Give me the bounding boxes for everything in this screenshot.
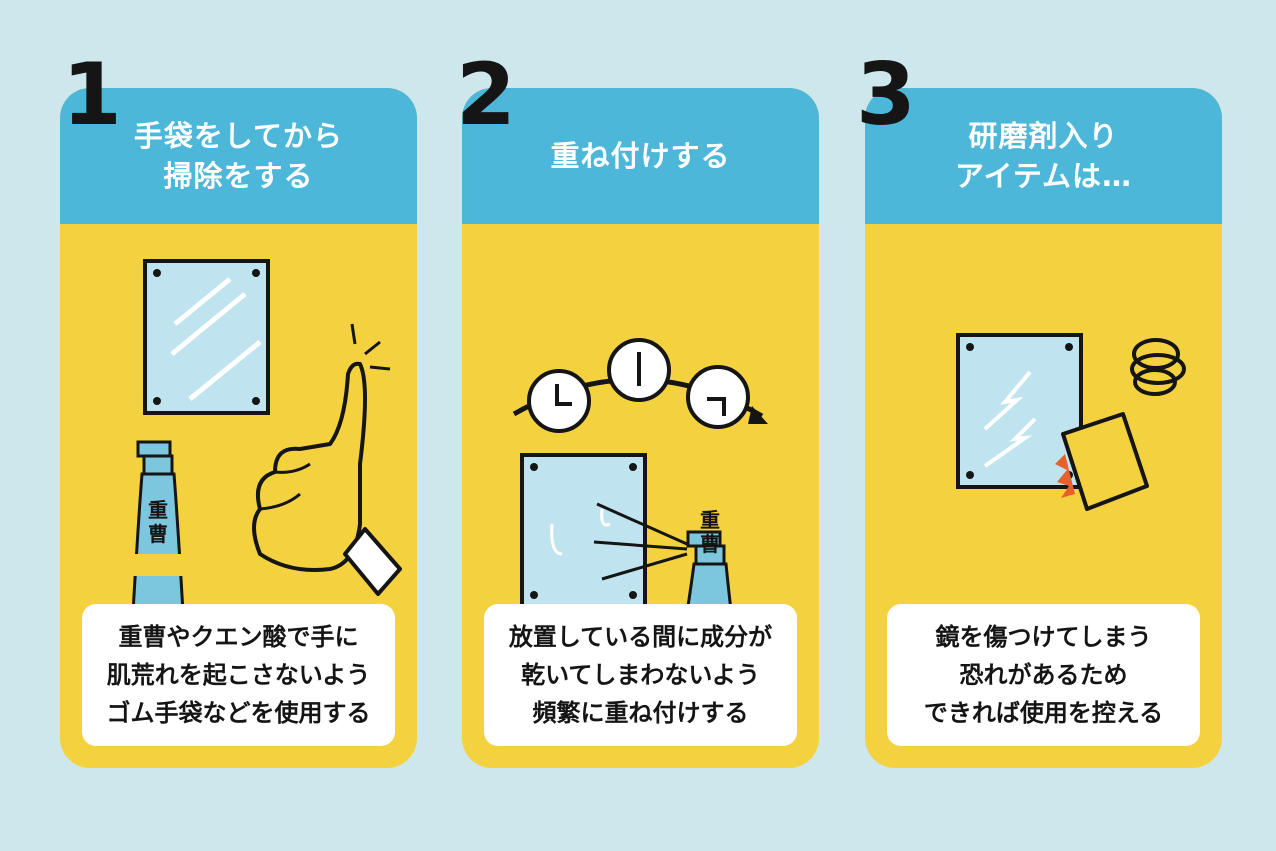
glove-thumbs-up-icon (252, 323, 402, 596)
step-card-2: 重ね付けする (462, 88, 819, 768)
step-header-2: 重ね付けする (462, 88, 819, 224)
step-title-line: アイテムは… (954, 159, 1133, 193)
step-card-1: 手袋をしてから 掃除をする (60, 88, 417, 768)
sponge-icon (1061, 412, 1149, 511)
bottle-label-char: 重 (148, 498, 168, 522)
clock-icon (512, 338, 768, 433)
step-illustration-1 (127, 259, 402, 604)
mirror-icon (520, 453, 688, 604)
step-illustration-2 (512, 338, 768, 604)
step-title-line: 研磨剤入り (968, 119, 1119, 153)
steel-wool-icon (1130, 338, 1186, 396)
step-note-1: 重曹やクエン酸で手に 肌荒れを起こさないよう ゴム手袋などを使用する (82, 604, 395, 746)
spray-bottle-icon (686, 530, 732, 604)
bottle-label-1: 重 曹 (144, 498, 172, 546)
step-number-1: 1 (62, 45, 122, 145)
step-note-line: できれば使用を控える (923, 699, 1164, 727)
step-title-line: 手袋をしてから (133, 119, 344, 153)
step-card-3: 研磨剤入り アイテムは… 鏡を傷つけてしまう 恐れがあるため (865, 88, 1222, 768)
scratch-spark-icon (1055, 454, 1075, 498)
bottle-label-char: 曹 (148, 522, 168, 546)
step-note-line: 乾いてしまわないよう (521, 661, 760, 689)
step-note-line: ゴム手袋などを使用する (106, 699, 371, 727)
mirror-icon (143, 259, 270, 415)
step-number-3: 3 (856, 45, 916, 145)
step-header-1: 手袋をしてから 掃除をする (60, 88, 417, 224)
step-note-2: 放置している間に成分が 乾いてしまわないよう 頻繁に重ね付けする (484, 604, 797, 746)
step-title-line: 掃除をする (163, 159, 314, 193)
step-number-2: 2 (456, 45, 516, 145)
step-illustration-3 (956, 333, 1186, 511)
step-title-line: 重ね付けする (550, 139, 731, 173)
step-header-3: 研磨剤入り アイテムは… (865, 88, 1222, 224)
step-note-3: 鏡を傷つけてしまう 恐れがあるため できれば使用を控える (887, 604, 1200, 746)
step-note-line: 頻繁に重ね付けする (532, 699, 749, 727)
step-note-line: 鏡を傷つけてしまう (935, 623, 1152, 651)
bottle-label-2: 重 曹 (696, 508, 724, 556)
step-note-line: 放置している間に成分が (508, 623, 773, 651)
step-note-line: 恐れがあるため (959, 661, 1128, 689)
bottle-label-char: 曹 (700, 532, 720, 556)
step-note-line: 重曹やクエン酸で手に (118, 623, 359, 651)
bottle-label-char: 重 (700, 508, 720, 532)
step-note-line: 肌荒れを起こさないよう (106, 661, 371, 689)
spray-bottle-icon (127, 440, 187, 604)
